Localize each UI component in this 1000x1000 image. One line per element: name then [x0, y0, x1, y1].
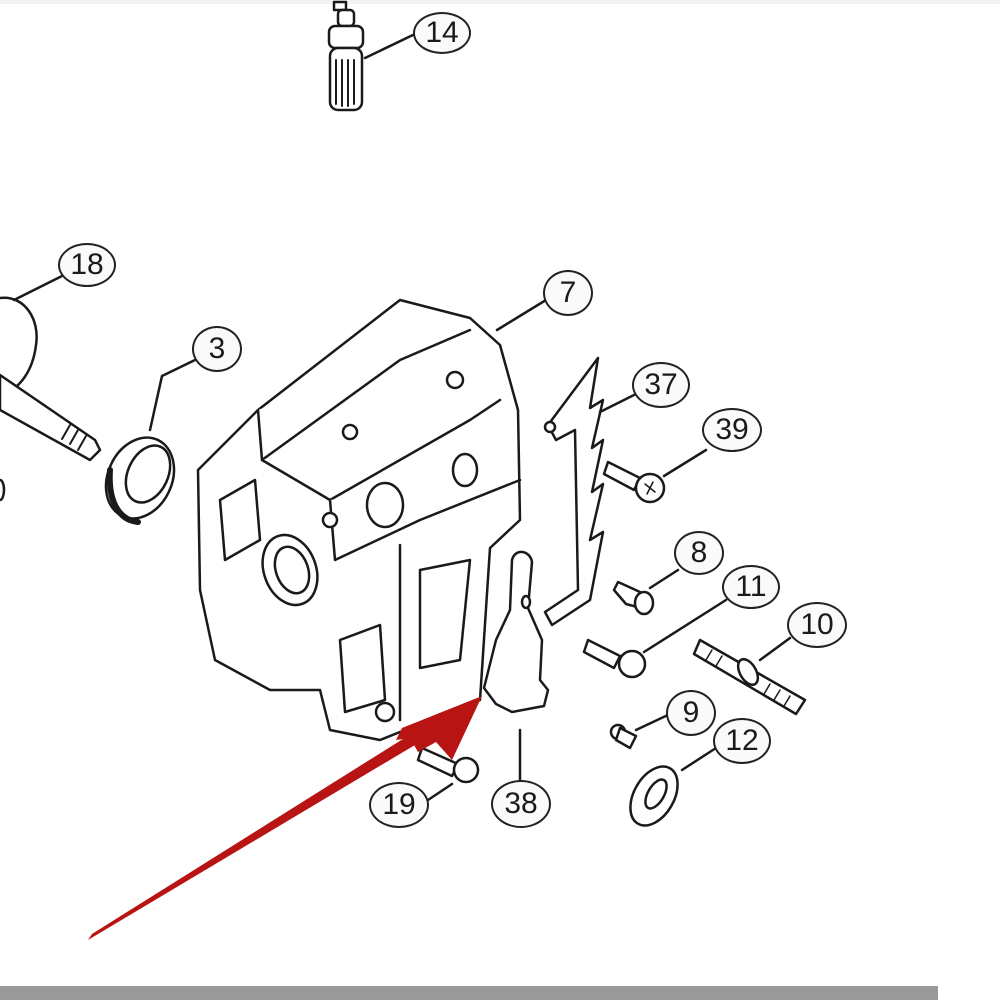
leader-8 [648, 568, 680, 590]
leader-19 [426, 782, 454, 802]
callout-37: 37 [632, 362, 690, 408]
part-38-lever [482, 550, 550, 714]
part-18-crankshaft [0, 296, 102, 502]
part-37-bumper-spike [543, 356, 605, 627]
callout-12: 12 [713, 718, 771, 764]
part-8-bushing [612, 580, 655, 616]
leader-12 [680, 746, 718, 772]
leader-3 [148, 358, 197, 432]
callout-8: 8 [674, 531, 724, 575]
callout-38: 38 [491, 780, 551, 828]
part-9-screw [609, 723, 638, 750]
top-border [0, 0, 1000, 4]
callout-14: 14 [413, 12, 471, 54]
part-3-bearing [104, 436, 176, 525]
part-39-screw [602, 460, 666, 504]
part-10-stud [692, 638, 807, 716]
leader-14 [363, 32, 417, 60]
highlight-arrow [88, 696, 482, 940]
part-7-crankcase [196, 298, 522, 742]
part-11-screw [582, 638, 647, 679]
callout-10: 10 [787, 602, 847, 648]
callout-11: 11 [722, 565, 780, 609]
leader-11 [642, 598, 728, 654]
callout-18: 18 [58, 243, 116, 287]
bottom-scroll-bar[interactable] [0, 986, 938, 1000]
leader-39 [662, 448, 708, 478]
callout-3: 3 [192, 326, 242, 372]
callout-19: 19 [369, 782, 429, 828]
leader-37 [598, 392, 638, 414]
leader-7 [495, 298, 548, 332]
callout-9: 9 [666, 690, 716, 736]
leader-9 [634, 712, 672, 732]
callout-7: 7 [543, 270, 593, 316]
part-12-seal [629, 765, 679, 827]
part-19-screw [416, 746, 480, 784]
leader-10 [758, 636, 792, 662]
part-14-plug [327, 0, 365, 112]
callout-39: 39 [702, 408, 762, 452]
leader-18 [12, 274, 64, 302]
